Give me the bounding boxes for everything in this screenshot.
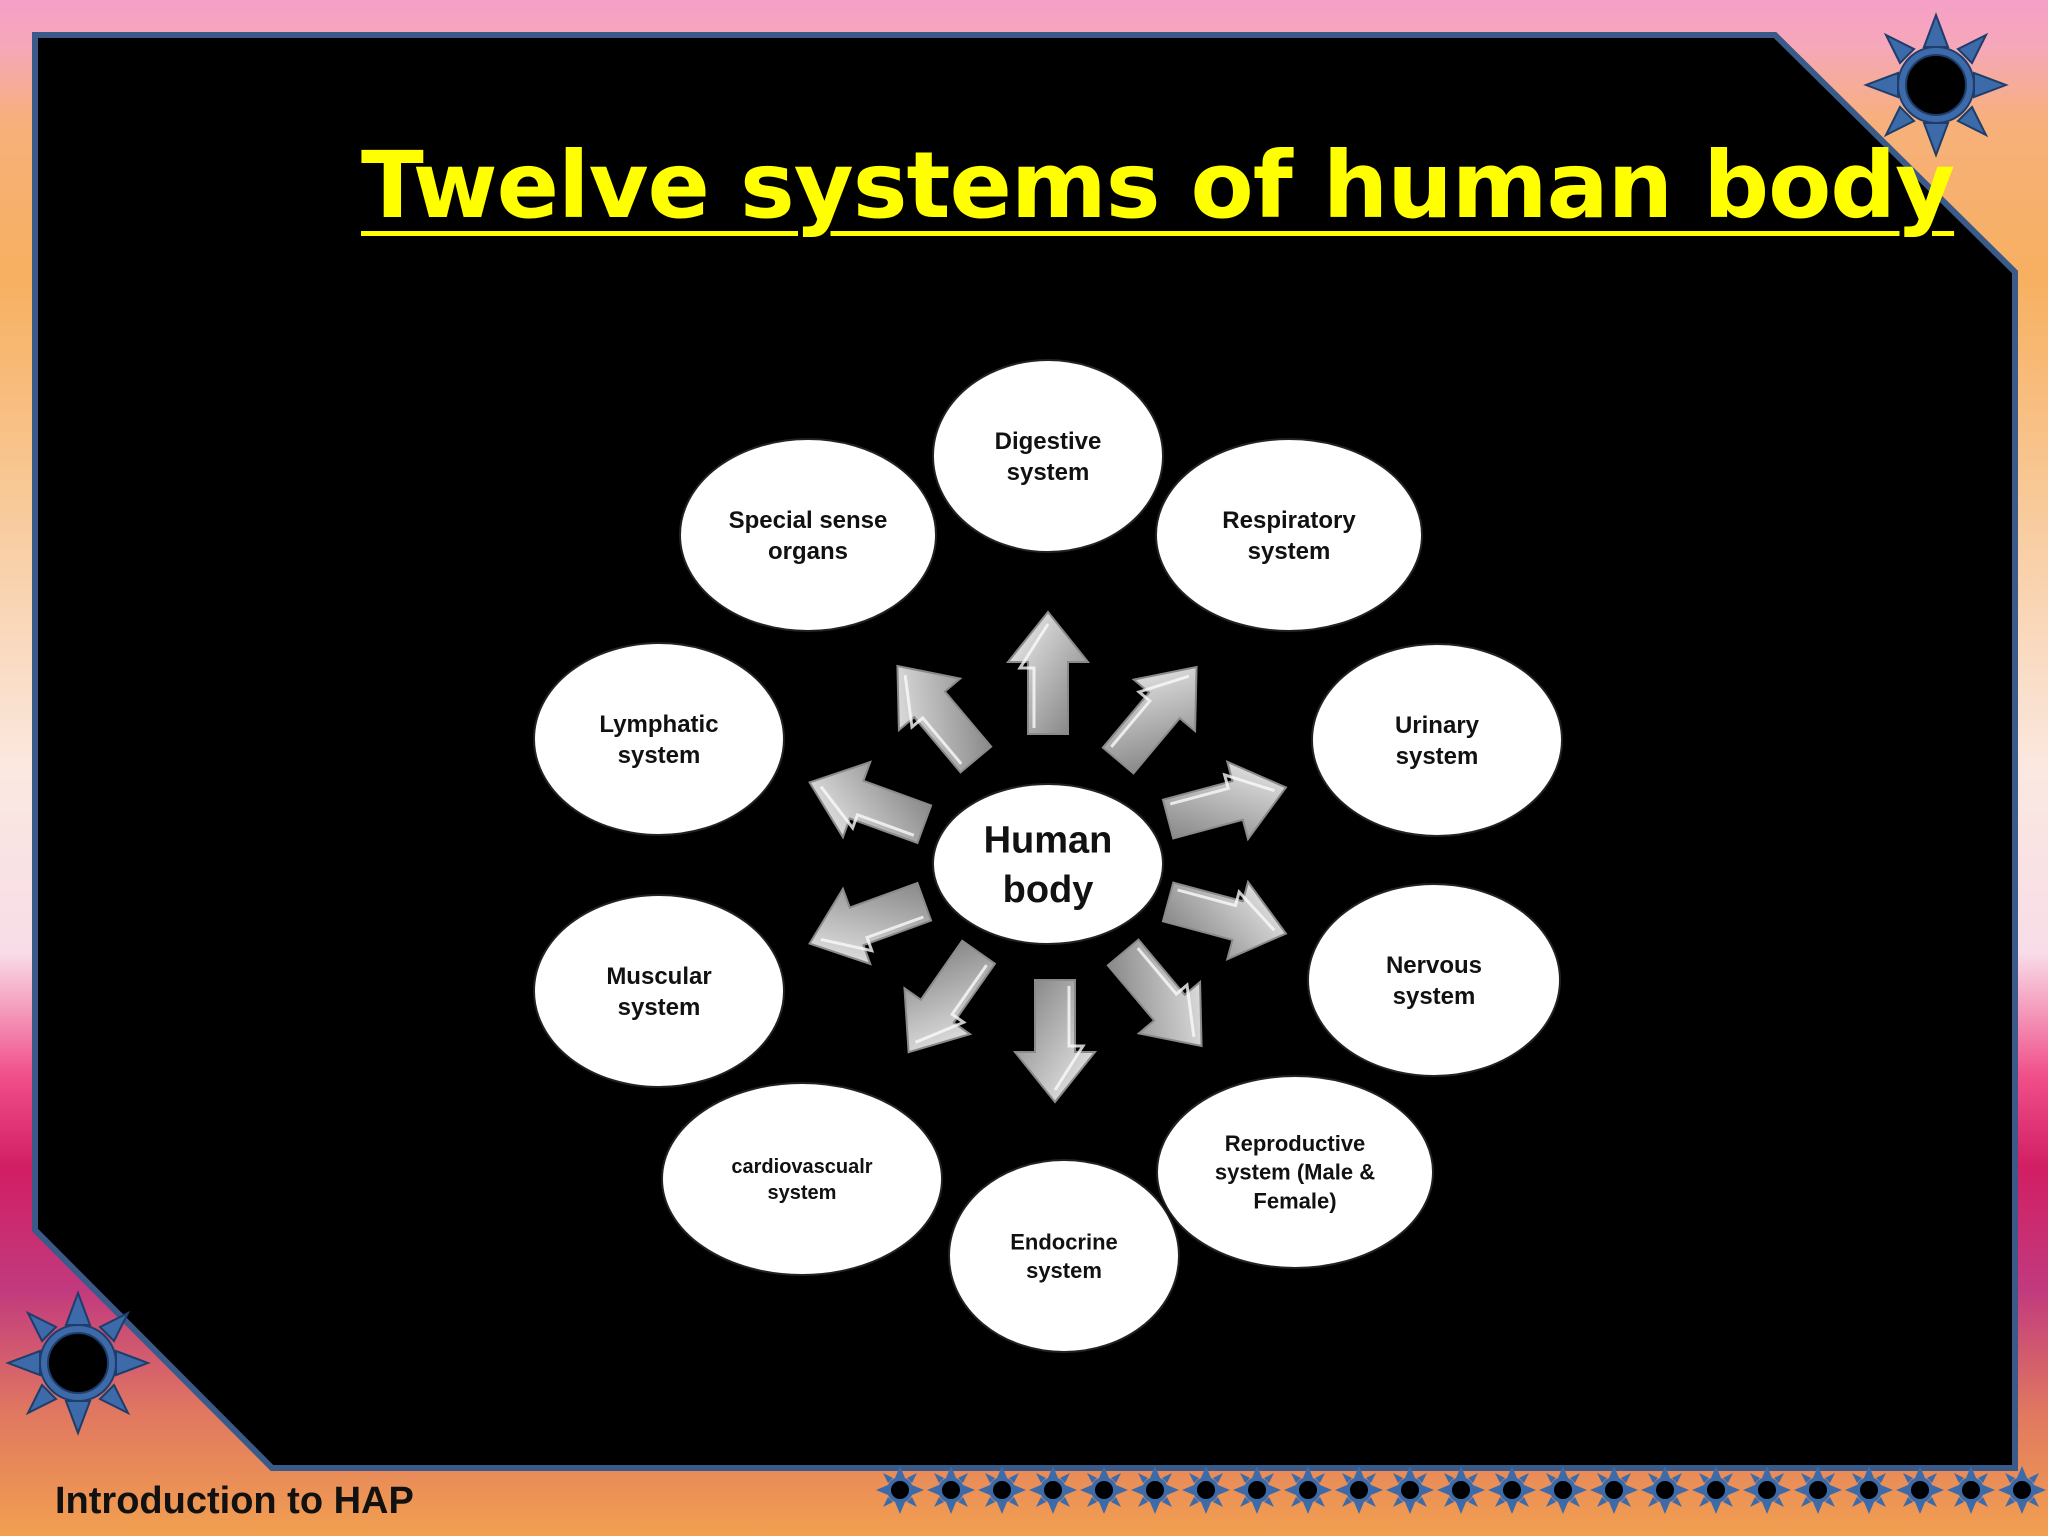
sun-border-decoration bbox=[876, 1466, 2046, 1514]
arrow-6 bbox=[1012, 979, 1098, 1104]
arrow-2 bbox=[1101, 665, 1198, 775]
system-ellipse bbox=[948, 1159, 1180, 1353]
center-ellipse bbox=[932, 783, 1164, 945]
system-ellipse bbox=[533, 642, 785, 836]
sun-icon bbox=[1865, 14, 2007, 156]
arrow-5 bbox=[1106, 938, 1203, 1048]
system-ellipse bbox=[679, 438, 937, 632]
arrow-10 bbox=[896, 664, 993, 774]
arrow-4 bbox=[1161, 879, 1288, 961]
footer-text: Introduction to HAP bbox=[55, 1480, 414, 1522]
system-ellipse bbox=[1155, 438, 1423, 632]
sun-icon bbox=[7, 1292, 149, 1434]
content-panel bbox=[32, 32, 2018, 1471]
system-ellipse bbox=[1156, 1075, 1434, 1269]
arrow-7 bbox=[903, 939, 997, 1054]
arrow-8 bbox=[808, 881, 933, 966]
arrow-9 bbox=[808, 760, 933, 845]
system-ellipse bbox=[533, 894, 785, 1088]
arrow-3 bbox=[1161, 760, 1288, 842]
system-ellipse bbox=[1307, 883, 1561, 1077]
slide-title: Twelve systems of human body bbox=[361, 132, 1955, 239]
system-ellipse bbox=[932, 359, 1164, 553]
system-ellipse bbox=[661, 1082, 943, 1276]
system-ellipse bbox=[1311, 643, 1563, 837]
arrow-1 bbox=[1005, 610, 1091, 735]
